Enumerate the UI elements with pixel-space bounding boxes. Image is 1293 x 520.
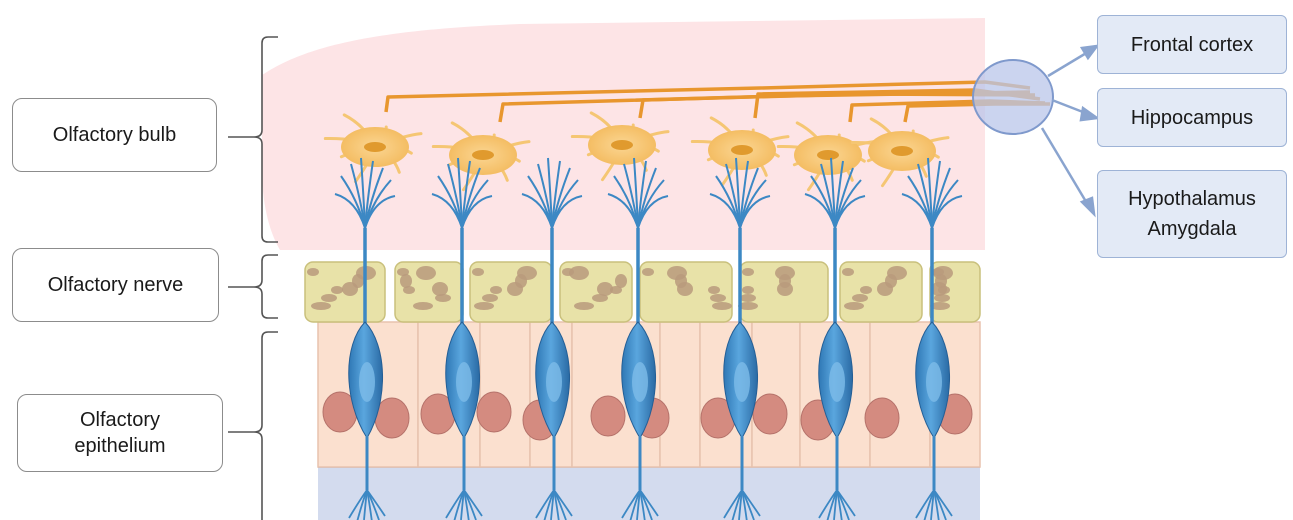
label-olfactory-epithelium: Olfactory epithelium	[17, 394, 223, 472]
target-amygdala-text: Amygdala	[1128, 214, 1256, 244]
epithelial-cell	[752, 322, 800, 467]
projection-arrows	[1042, 46, 1097, 214]
epithelial-nucleus	[477, 392, 511, 432]
target-hypothalamus-amygdala: Hypothalamus Amygdala	[1097, 170, 1287, 258]
arrow-to-hypothalamus	[1042, 128, 1088, 205]
target-frontal-cortex-text: Frontal cortex	[1131, 30, 1253, 60]
bracket-epithelium	[228, 332, 278, 520]
bracket-nerve	[228, 255, 278, 318]
target-frontal-cortex: Frontal cortex	[1097, 15, 1287, 74]
epithelial-nucleus	[753, 394, 787, 434]
target-hypothalamus-text: Hypothalamus	[1128, 184, 1256, 214]
epithelial-nucleus	[591, 396, 625, 436]
target-hippocampus: Hippocampus	[1097, 88, 1287, 147]
epithelial-cell	[660, 322, 700, 467]
label-epithelium-line1: Olfactory	[74, 407, 165, 433]
epithelial-nucleus	[865, 398, 899, 438]
target-hippocampus-text: Hippocampus	[1131, 103, 1253, 133]
label-epithelium-line2: epithelium	[74, 433, 165, 459]
label-olfactory-nerve-text: Olfactory nerve	[48, 272, 184, 298]
arrow-to-frontal	[1048, 52, 1088, 76]
projection-oval	[973, 60, 1053, 134]
label-olfactory-bulb: Olfactory bulb	[12, 98, 217, 172]
cribriform-plate	[305, 262, 980, 322]
label-olfactory-nerve: Olfactory nerve	[12, 248, 219, 322]
label-olfactory-bulb-text: Olfactory bulb	[53, 122, 176, 148]
